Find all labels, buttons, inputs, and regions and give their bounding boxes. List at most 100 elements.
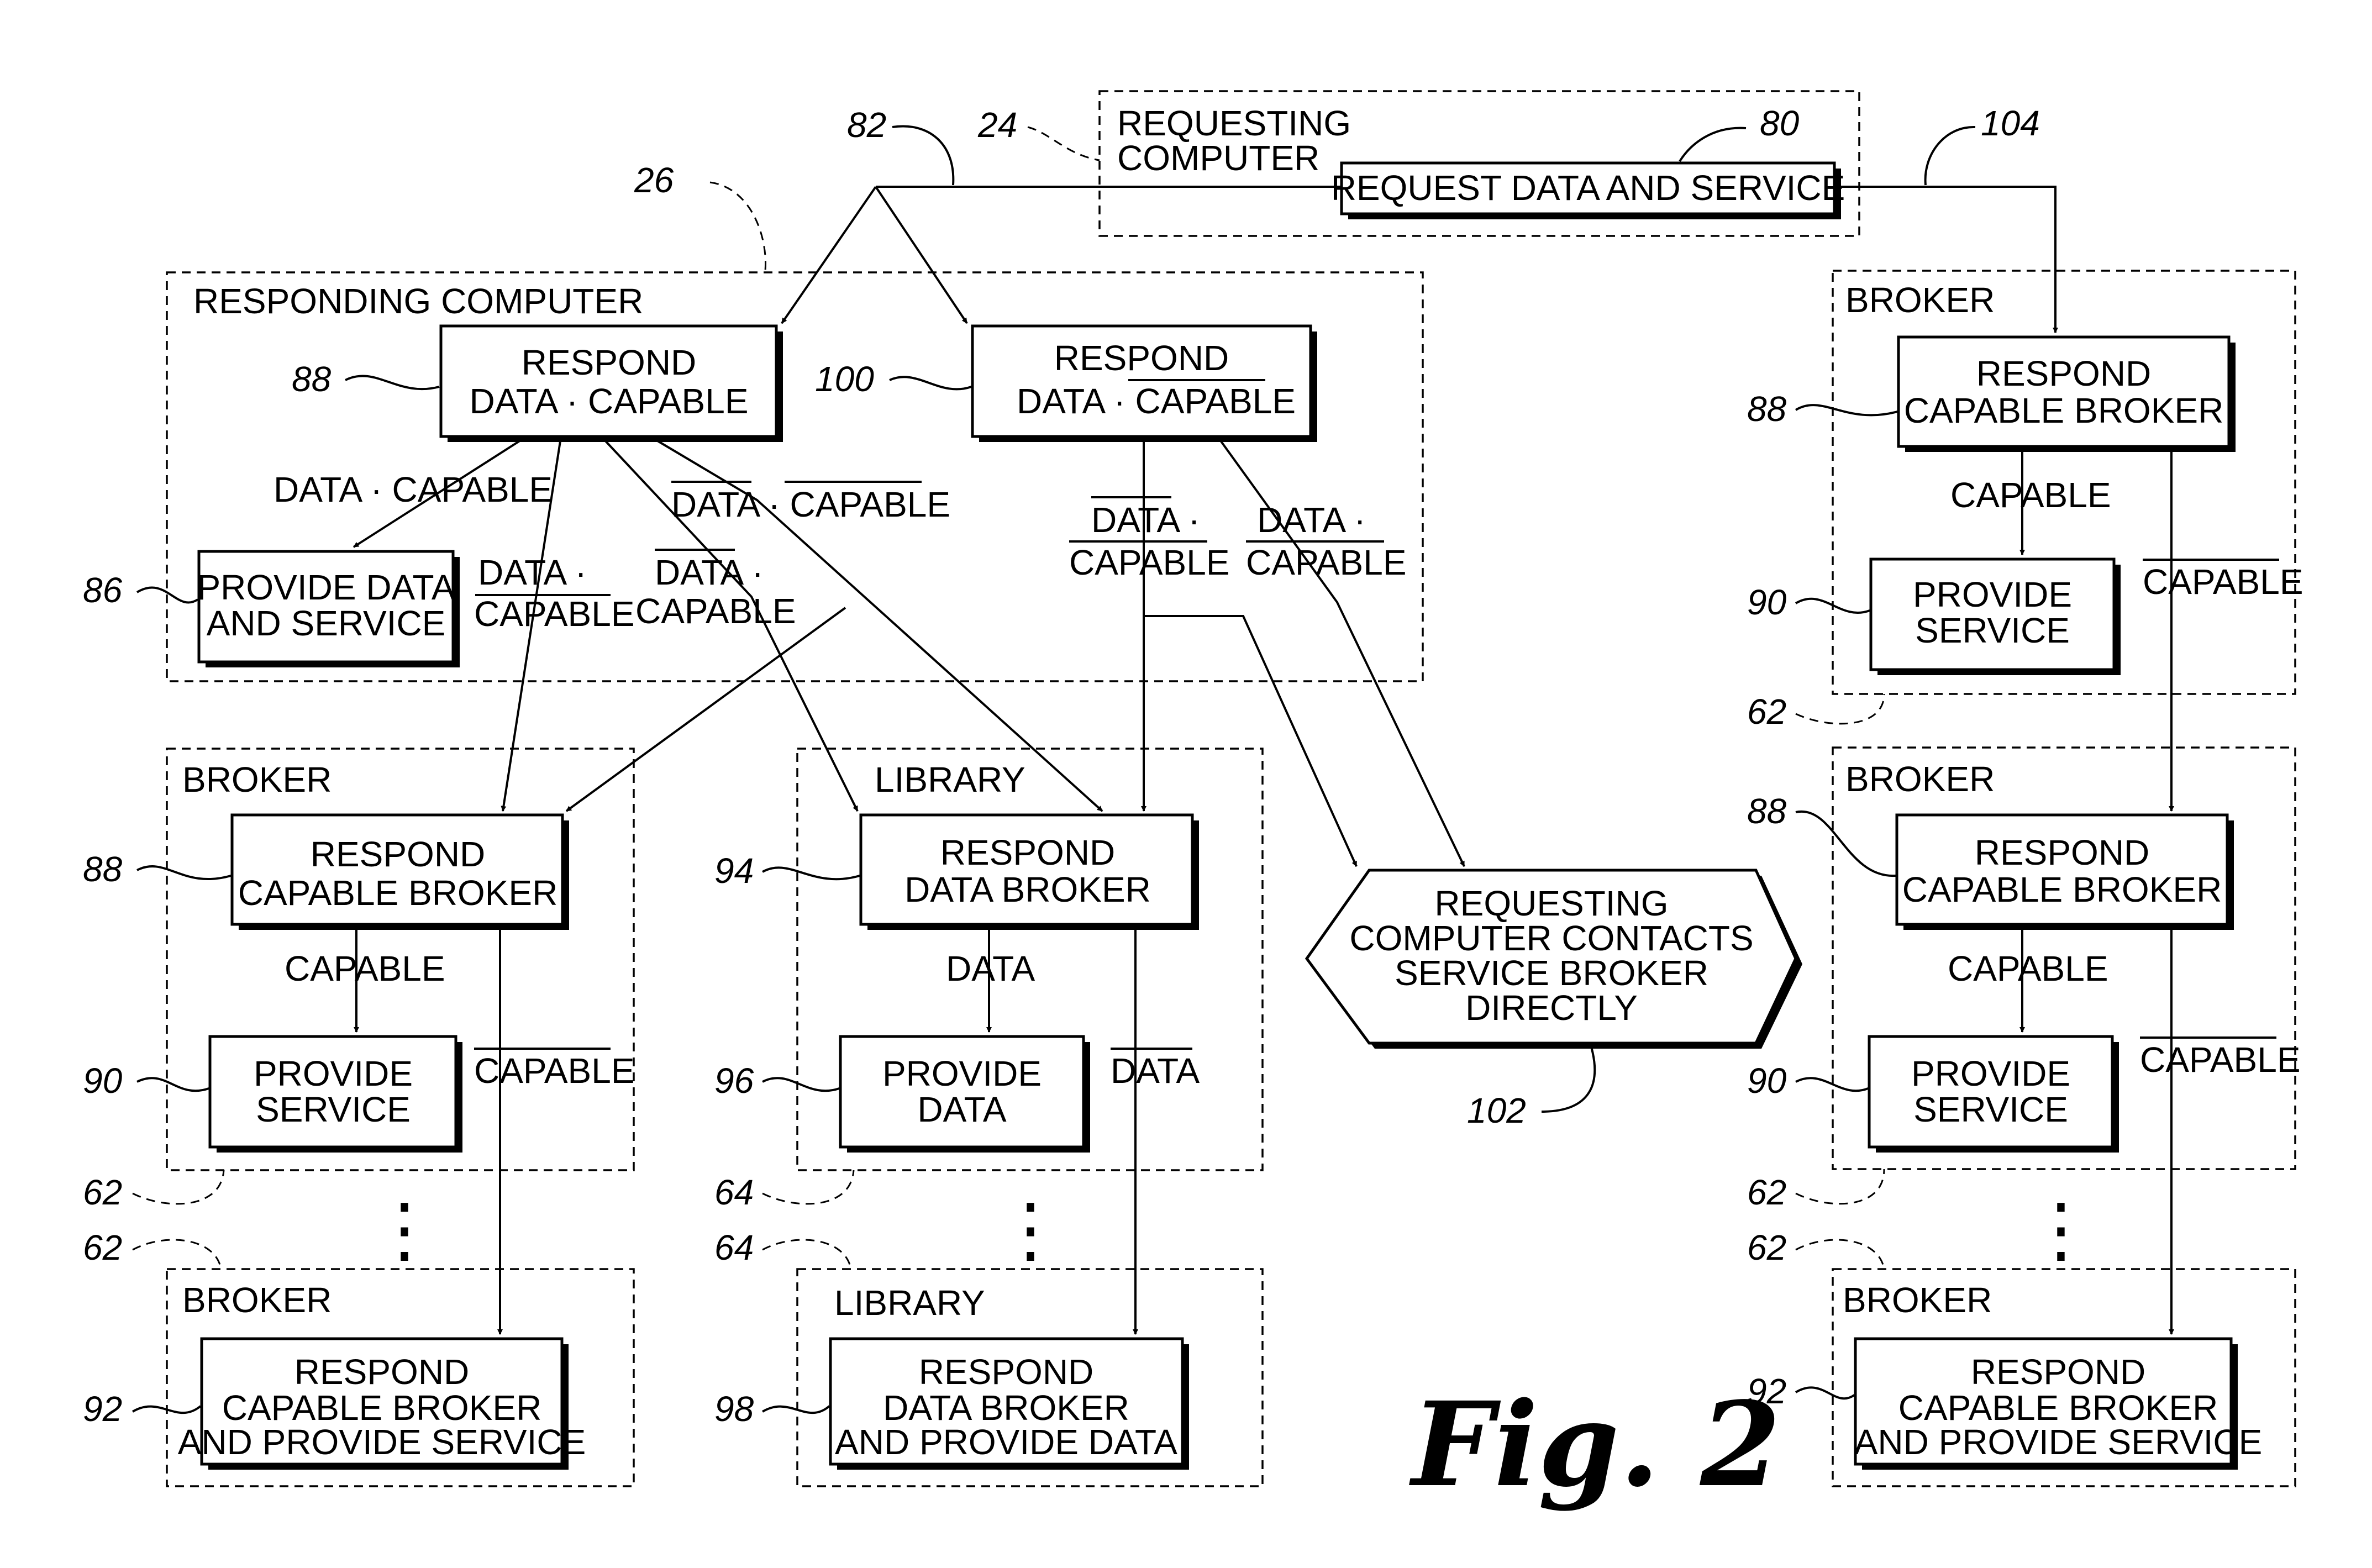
provide-data-service-box: PROVIDE DATA AND SERVICE (197, 550, 460, 667)
broker-lower-left-container: BROKER (166, 748, 635, 1171)
provide-data-service-line1: PROVIDE DATA (197, 567, 455, 607)
leader-92-bl (132, 1405, 202, 1414)
broker-rm-provide-line1: PROVIDE (1911, 1054, 2070, 1093)
edge-label-notdata-notcapable-right-b: CAPABLE (1246, 543, 1407, 582)
leader-82 (892, 125, 955, 186)
leader-90-ll (136, 1077, 209, 1092)
ref-88-rm: 88 (1747, 791, 1787, 831)
leader-88-ll (136, 865, 232, 880)
library-data-label: DATA (946, 949, 1035, 988)
broker-rb-respond-line1: RESPOND (1971, 1352, 2146, 1392)
broker-ll-respond-box: RESPOND CAPABLE BROKER (230, 813, 569, 930)
broker-rm-provide-box: PROVIDE SERVICE (1868, 1035, 2119, 1153)
ref-92-rb: 92 (1747, 1371, 1786, 1411)
broker-rt-notcapable-label: CAPABLE (2143, 562, 2303, 602)
leader-94 (762, 866, 860, 881)
ref-90-rm: 90 (1747, 1061, 1787, 1101)
broker-right-bottom-container: BROKER (1832, 1268, 2296, 1487)
broker-rm-notcapable-label: CAPABLE (2140, 1040, 2301, 1080)
library-mid-provide-box: PROVIDE DATA (839, 1035, 1090, 1153)
broker-bl-respond-line3: AND PROVIDE SERVICE (178, 1422, 586, 1462)
broker-right-top-container: BROKER (1832, 270, 2296, 695)
broker-rb-respond-box: RESPOND CAPABLE BROKER AND PROVIDE SERVI… (1854, 1337, 2263, 1470)
edge-label-notdata-capable-right-b: CAPABLE (1069, 543, 1230, 582)
leader-26 (709, 181, 767, 271)
broker-rt-capable-label: CAPABLE (1950, 475, 2111, 515)
broker-rt-provide-line2: SERVICE (1915, 611, 2070, 650)
edge-label-notdata-capable-b: CAPABLE (635, 591, 796, 631)
broker-ll-provide-box: PROVIDE SERVICE (208, 1035, 462, 1153)
split-to-respond-notcapable-arrow (875, 186, 968, 324)
library-bottom-respond-line1: RESPOND (919, 1352, 1094, 1392)
library-mid-respond-box: RESPOND DATA BROKER (859, 813, 1199, 930)
leader-88-rm (1795, 810, 1896, 877)
requesting-computer-label-1: REQUESTING (1117, 103, 1351, 143)
broker-rt-respond-line1: RESPOND (1976, 354, 2152, 393)
ref-82: 82 (847, 105, 886, 145)
broker-bottom-left-label: BROKER (182, 1280, 332, 1320)
ref-98: 98 (714, 1389, 754, 1429)
library-bottom-respond-box: RESPOND DATA BROKER AND PROVIDE DATA (829, 1337, 1189, 1470)
ref-92-bl: 92 (83, 1389, 122, 1429)
continuation-dots-right: ⋮ (2025, 1189, 2097, 1270)
library-bottom-container: LIBRARY (796, 1268, 1264, 1487)
broker-rb-respond-line3: AND PROVIDE SERVICE (1854, 1422, 2263, 1462)
capable-to-library-notnot-arrow (651, 436, 1103, 812)
broker-rt-respond-box: RESPOND CAPABLE BROKER (1897, 335, 2236, 452)
ref-96: 96 (714, 1061, 754, 1101)
library-bottom-label: LIBRARY (834, 1283, 985, 1323)
leader-92-rb (1795, 1386, 1855, 1400)
leader-90-rt (1795, 597, 1870, 614)
ref-62-rm: 62 (1747, 1172, 1786, 1212)
respond-data-notcapable-capable: CAPABLE (1135, 381, 1296, 421)
ref-100: 100 (815, 359, 874, 399)
edge-label-data-notcapable-a: DATA · (478, 553, 587, 592)
ref-64-bottom: 64 (714, 1228, 754, 1267)
leader-86 (136, 586, 199, 604)
library-notdata-label: DATA (1111, 1051, 1200, 1091)
broker-rt-provide-line1: PROVIDE (1913, 575, 2072, 614)
contact-broker-hexagon: REQUESTING COMPUTER CONTACTS SERVICE BRO… (1305, 869, 1802, 1049)
respond-data-capable-capable: CAPABLE (588, 381, 749, 421)
leader-62-ll (132, 1170, 225, 1205)
broker-ll-provide-line1: PROVIDE (254, 1054, 413, 1093)
broker-bottom-left-container: BROKER (166, 1268, 635, 1487)
leader-98 (761, 1405, 830, 1414)
continuation-dots-left: ⋮ (369, 1189, 440, 1270)
leader-62-rm (1795, 1169, 1885, 1205)
leader-80 (1679, 127, 1747, 162)
leader-88-responding (345, 375, 440, 391)
requesting-computer-label-2: COMPUTER (1117, 138, 1319, 178)
broker-ll-provide-line2: SERVICE (256, 1090, 411, 1129)
leader-96 (762, 1077, 840, 1092)
broker-rm-respond-line1: RESPOND (1975, 833, 2150, 872)
figure-label: Fig. 2 (1409, 1376, 1781, 1513)
broker-rm-respond-box: RESPOND CAPABLE BROKER (1895, 813, 2234, 930)
leader-102 (1541, 1043, 1596, 1113)
connectors (353, 186, 2174, 1335)
ref-62-rt: 62 (1747, 692, 1786, 732)
ref-102: 102 (1467, 1091, 1526, 1130)
broker-rm-respond-line2: CAPABLE BROKER (1902, 870, 2222, 909)
broker-right-bottom-label: BROKER (1843, 1280, 1992, 1320)
leader-90-rm (1795, 1077, 1869, 1092)
leader-24 (1027, 126, 1100, 161)
ref-62-bl: 62 (83, 1228, 122, 1267)
ref-88-responding: 88 (292, 359, 332, 399)
library-mid-provide-line2: DATA (917, 1090, 1007, 1129)
edge-labels: DATA · CAPABLE DATA · CAPABLE DATA · CAP… (274, 470, 2303, 1091)
request-data-service-text: REQUEST DATA AND SERVICE (1331, 168, 1845, 208)
broker-rt-respond-line2: CAPABLE BROKER (1904, 391, 2224, 430)
reference-numerals: 82 24 80 104 26 88 100 86 88 90 62 62 92… (83, 103, 2040, 1429)
request-data-service-box: REQUEST DATA AND SERVICE (1331, 161, 1845, 219)
contact-broker-line3: SERVICE BROKER (1395, 953, 1708, 993)
respond-data-notcapable-dot: · (1113, 381, 1125, 421)
broker-ll-respond-line1: RESPOND (311, 834, 486, 874)
ref-26: 26 (634, 160, 674, 200)
ref-62-rb: 62 (1747, 1228, 1786, 1267)
svg-text:DATA · CAPABLE: DATA · CAPABLE (469, 381, 748, 421)
leader-64-bottom (762, 1239, 852, 1270)
continuation-dots: ⋮ ⋮ ⋮ (369, 1189, 2097, 1270)
ref-90-ll: 90 (83, 1061, 123, 1101)
broker-lower-left-label: BROKER (182, 760, 332, 799)
